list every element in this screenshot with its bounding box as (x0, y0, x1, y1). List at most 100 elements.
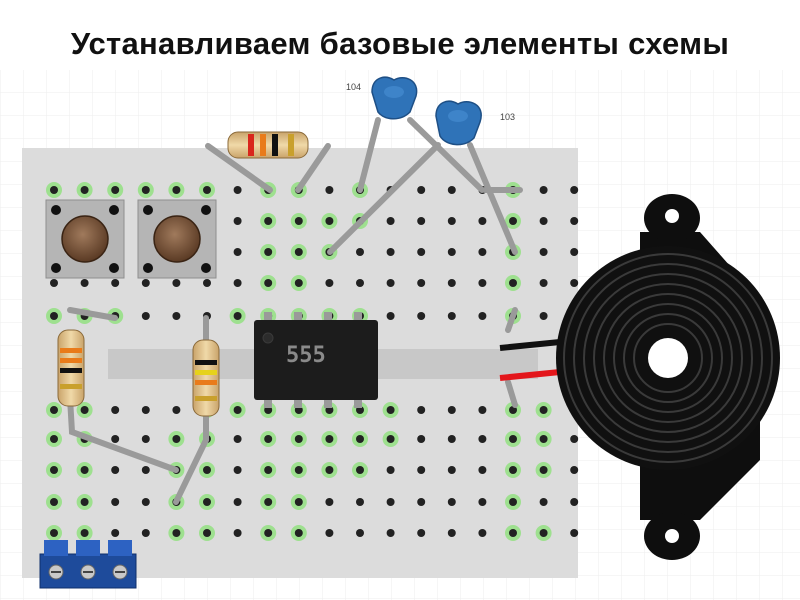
breadboard-hole (386, 435, 395, 443)
chip-label: 555 (286, 343, 326, 368)
breadboard-hole (203, 498, 211, 506)
breadboard-hole (233, 312, 242, 320)
resistor-right (192, 339, 220, 417)
breadboard-hole (50, 529, 58, 537)
breadboard-hole (539, 248, 548, 256)
wire-left-resistor-bottom (67, 395, 179, 473)
breadboard-hole (570, 529, 579, 537)
breadboard-hole (233, 466, 242, 474)
breadboard-hole (111, 498, 120, 506)
breadboard-hole (264, 435, 273, 443)
breadboard-hole (539, 498, 548, 506)
breadboard-hole (386, 248, 395, 256)
breadboard-hole (294, 498, 303, 506)
breadboard-hole (386, 217, 395, 225)
breadboard-hole (478, 498, 487, 506)
breadboard-hole (447, 466, 456, 474)
breadboard-hole (111, 466, 120, 474)
breadboard-hole (478, 466, 487, 474)
buzzer-ring (573, 263, 763, 453)
jumper-wires (67, 117, 523, 505)
breadboard-hole (294, 248, 303, 256)
buzzer-black-wire (499, 339, 561, 351)
breadboard-hole (386, 279, 395, 287)
breadboard-hole (80, 466, 89, 474)
breadboard-hole (141, 279, 150, 287)
breadboard-hole (325, 217, 334, 225)
breadboard-hole (172, 529, 181, 537)
breadboard-hole (80, 529, 89, 537)
breadboard-hole (172, 279, 181, 287)
breadboard-hole (417, 498, 426, 506)
breadboard-hole (570, 186, 579, 194)
breadboard-hole (356, 466, 364, 474)
push-button-right[interactable] (137, 199, 217, 279)
breadboard-hole (294, 217, 303, 225)
capacitor-103-lead-right (467, 142, 518, 255)
breadboard-hole (294, 435, 303, 443)
breadboard-hole (325, 279, 334, 287)
breadboard-hole (233, 498, 242, 506)
breadboard-hole (417, 466, 426, 474)
breadboard-hole (386, 498, 395, 506)
breadboard-hole (233, 217, 242, 225)
wire-buzzer-bottom (505, 379, 518, 408)
breadboard-hole (50, 498, 58, 506)
breadboard-hole (233, 435, 242, 443)
breadboard-hole (509, 498, 517, 506)
breadboard-hole (509, 466, 517, 474)
breadboard-hole (80, 406, 89, 414)
breadboard-hole (141, 312, 150, 320)
resistor-top-lead-right (295, 143, 331, 193)
breadboard-hole (447, 498, 456, 506)
ic-555-chip: 555 (254, 312, 378, 408)
breadboard-hole (325, 435, 334, 443)
buzzer-ring (623, 313, 713, 403)
capacitor-104-label: 104 (346, 82, 361, 92)
breadboard-hole (233, 529, 242, 537)
breadboard-hole (509, 529, 517, 537)
buzzer-ring (593, 283, 743, 433)
breadboard-hole (447, 279, 456, 287)
breadboard-hole (356, 279, 364, 287)
breadboard-hole (539, 466, 548, 474)
breadboard-hole (172, 406, 181, 414)
breadboard-hole (417, 435, 426, 443)
breadboard-hole (509, 435, 517, 443)
breadboard-hole (417, 279, 426, 287)
breadboard-hole (356, 498, 364, 506)
breadboard-hole (111, 529, 120, 537)
breadboard-hole (111, 435, 120, 443)
breadboard-hole (478, 312, 487, 320)
capacitor-103: 103 (435, 100, 515, 146)
breadboard-hole (570, 279, 579, 287)
breadboard-hole (294, 529, 303, 537)
breadboard-hole (172, 186, 181, 194)
breadboard-hole (325, 466, 334, 474)
buzzer-ring (603, 293, 733, 423)
breadboard-hole (264, 529, 273, 537)
breadboard-hole (447, 217, 456, 225)
breadboard-hole (539, 217, 548, 225)
breadboard-hole (417, 406, 426, 414)
breadboard-hole (356, 529, 364, 537)
breadboard-hole (386, 466, 395, 474)
breadboard-hole (111, 186, 120, 194)
breadboard-hole (356, 435, 364, 443)
breadboard-hole (203, 466, 211, 474)
breadboard-hole (447, 529, 456, 537)
breadboard-hole (478, 435, 487, 443)
breadboard-hole (478, 279, 487, 287)
breadboard-hole (417, 312, 426, 320)
breadboard-hole (386, 312, 395, 320)
breadboard-hole (264, 279, 273, 287)
breadboard-hole (50, 466, 58, 474)
resistor-top (227, 131, 309, 159)
piezo-buzzer (556, 194, 780, 560)
breadboard-hole (264, 217, 273, 225)
wire-buzzer-top (505, 307, 518, 333)
breadboard-hole (294, 279, 303, 287)
breadboard-hole (478, 248, 487, 256)
push-button-left[interactable] (45, 199, 125, 279)
breadboard-hole (233, 279, 242, 287)
